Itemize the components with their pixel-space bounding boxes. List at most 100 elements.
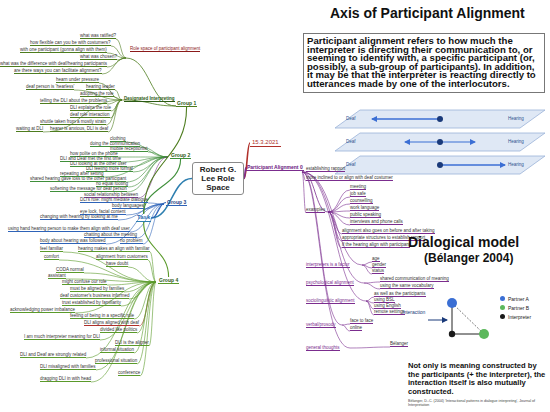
leaf-connector [366,301,374,303]
leaf-connector [328,204,350,212]
alignment-layer [335,133,545,151]
leaf-connector [342,324,350,325]
legend-text: Interpreter [508,314,531,320]
interpreter-figure [437,116,443,122]
leaf-connector [328,211,350,212]
leaf-connector [127,157,168,192]
direction-arrow [405,141,440,142]
branch-topic: Participant Alignment 0 [246,164,304,171]
leaf-label: online [350,325,362,331]
leaf-connector [366,297,374,301]
interaction-line [452,303,453,334]
leaf-label: alignment also goes on before and after … [342,228,435,234]
leaf-connector [115,90,122,100]
leaf-label: DLI misaligned with families [40,364,96,370]
leaf-label: are there ways you can facilitate alignm… [14,68,102,74]
leaf-connector [117,58,126,60]
direction-arrow [372,118,440,119]
leaf-connector [144,204,164,209]
leaf-connector [137,282,156,364]
leaf-connector [362,265,372,274]
text-label: Hearing [508,139,524,144]
text-label: Interaction [402,310,425,316]
legend-text: Partner A [508,296,529,302]
leaf-label: have doubt [106,261,128,267]
leaf-connector [137,282,156,333]
leaf-connector [149,282,156,346]
leaf-label: interviews and phone calls [350,219,403,225]
leaf-connector [124,282,156,292]
leaf-label: no problem [120,238,143,244]
leaf-connector [121,157,168,162]
interpreter-figure [437,162,443,168]
group-topic: Group 3 [166,199,187,206]
leaf-label: feeling of being in a specific role [70,313,134,319]
leaf-label: deaf role interaction [70,112,110,118]
leaf-label: must be aligned by families [70,286,124,292]
leaf-label: DLI explains the role [70,105,111,111]
leaf-label: with one participant (gonna align with t… [20,47,107,53]
leaf-label: feel familiar [40,246,63,252]
text-label: Deaf [346,162,356,167]
leaf-label: telling the DLI about the problems [40,98,107,104]
leaf-label: remote settings [374,309,405,315]
leaf-connector [128,267,156,282]
leaf-connector [148,203,164,204]
branch-label: Role space of participant alignment [130,46,200,52]
legend-swatch [500,296,505,301]
text-label: Dialogical model [408,234,519,250]
text-label: Deaf [346,116,356,121]
leaf-connector [328,212,342,241]
legend-swatch [500,314,505,319]
branch-connector [244,143,250,179]
diagram-title: Axis of Participant Alignment [330,5,525,22]
leaf-connector [140,282,156,376]
leaf-label: job safe [350,191,366,197]
leaf-label: dragging DLI in with head [40,376,91,382]
leaf-label: deaf person is 'hearless' [26,84,74,90]
leaf-label: waiting at DLI [16,126,43,132]
alignment-layer [335,156,545,174]
branch-label: psychological alignment [306,280,354,286]
leaf-label: body about hearing was followed [40,238,106,244]
leaf-label: work language [350,205,379,211]
leaf-label: how flexible can you be with costumers? [30,40,111,46]
leaf-label: shared communication of meaning [380,276,449,282]
leaf-connector [128,157,168,187]
interpreter-dot [449,331,455,337]
leaf-connector [362,262,372,265]
central-topic: Robert G. Lee Role Space [192,162,244,195]
leaf-connector [148,152,168,157]
node-text: Participant Alignment 0 [247,164,303,170]
branch-connector [144,107,187,214]
leaf-label: deaf customer's business informed [60,293,129,299]
partner-b-dot [479,329,489,339]
leaf-connector [116,39,126,58]
branch-label: verbal/prosody [306,322,336,328]
group-topic: Group 2 [170,152,191,159]
interaction-line [452,303,484,334]
leaf-label: public speaking [350,212,381,218]
leaf-label: might confuse our role [62,279,107,285]
direction-arrow [440,141,475,142]
node-text: Group 2 [171,152,190,158]
leaf-connector [342,325,350,331]
leaf-label: trust established by familiarity [62,300,121,306]
leaf-label: alignment from customers [96,254,148,260]
branch-line [302,172,350,348]
leaf-label: informal situation [100,347,134,353]
leaf-connector [328,212,350,218]
leaf-label: hearer is anxious, DLI is deaf [50,126,108,132]
leaf-connector [139,282,156,326]
leaf-connector [133,157,168,172]
text-label: (Bélanger 2004) [424,252,513,266]
interpreter-figure [437,139,443,145]
text-label: Deaf [346,139,356,144]
leaf-label: if the hearing align with participant [342,242,410,248]
leaf-label: DLI and Deaf are strongly related [20,352,86,358]
leaf-connector [118,157,168,158]
leaf-connector [366,301,374,315]
leaf-connector [143,204,164,244]
branch-topic: Task [136,214,151,222]
node-text: Group 1 [177,100,196,106]
